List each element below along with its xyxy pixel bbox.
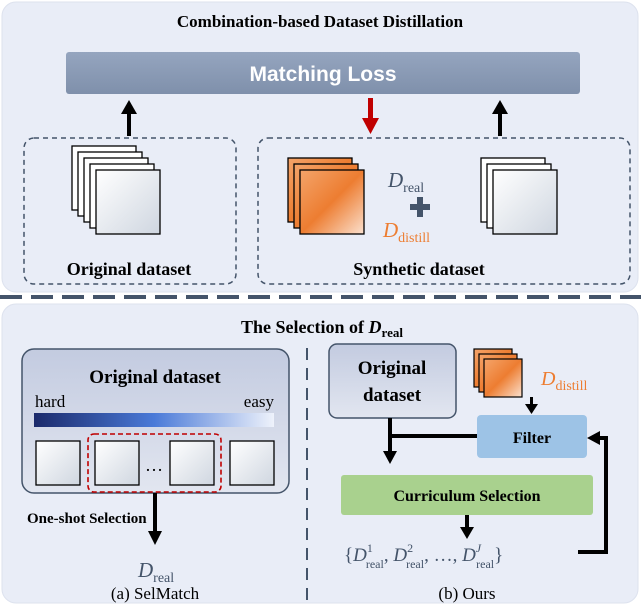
ours-d-distill: Ddistill [540,368,587,394]
real-subset-stack [480,157,558,235]
filter-label: Filter [513,430,551,447]
curriculum-selection-box [341,475,593,515]
selmatch-original-title: Original dataset [89,367,221,388]
plus-icon [410,197,430,217]
ours-original-box [328,343,457,419]
down-arrow-red [362,98,379,134]
down-arrow-selection [148,493,162,545]
selmatch-panel: Original dataset hard easy … One-shot Se… [21,348,290,603]
sample-box [169,440,215,486]
sample-box [94,440,140,486]
curriculum-selection-label: Curriculum Selection [393,488,540,505]
ellipsis: … [145,455,163,475]
original-dataset-stack [71,145,161,235]
down-arrow-curriculum-to-set [460,515,474,539]
difficulty-gradient-bar [34,413,274,427]
caption-a: (a) SelMatch [111,584,200,603]
top-panel: Combination-based Dataset Distillation M… [1,1,639,293]
caption-b: (b) Ours [438,584,495,603]
down-arrow-distill-to-filter [525,397,538,414]
ours-original-line2: dataset [363,385,422,406]
d-real-output: Dreal [137,558,174,586]
one-shot-selection-label: One-shot Selection [27,511,147,527]
original-dataset-label: Original dataset [67,259,192,279]
synthetic-dataset-label: Synthetic dataset [353,259,485,279]
distilled-stack-small [473,348,523,398]
bottom-panel-title: The Selection of Dreal [241,317,403,340]
selected-window [87,433,222,493]
feedback-loop-arrow [578,431,608,554]
matching-loss-label: Matching Loss [249,63,396,86]
up-arrow-right [492,100,508,136]
bottom-panel: The Selection of Dreal Original dataset … [1,303,639,604]
distilled-stack [287,157,365,235]
ours-original-line1: Original [358,358,427,379]
hard-label: hard [35,392,66,411]
top-panel-title: Combination-based Dataset Distillation [177,12,464,31]
ours-panel: Original dataset Ddistill Filter Cur [328,343,608,603]
filter-box [477,415,587,458]
synthetic-dataset-box [257,137,631,285]
matching-loss-bar [66,52,580,94]
easy-label: easy [244,392,275,411]
d-real-symbol: Dreal [387,168,424,196]
sample-box [35,440,81,486]
sample-box [229,440,275,486]
up-arrow-left [121,100,137,136]
arrow-original-to-curriculum [383,418,477,464]
d-distill-symbol: Ddistill [382,218,430,246]
original-dataset-box [23,137,237,285]
